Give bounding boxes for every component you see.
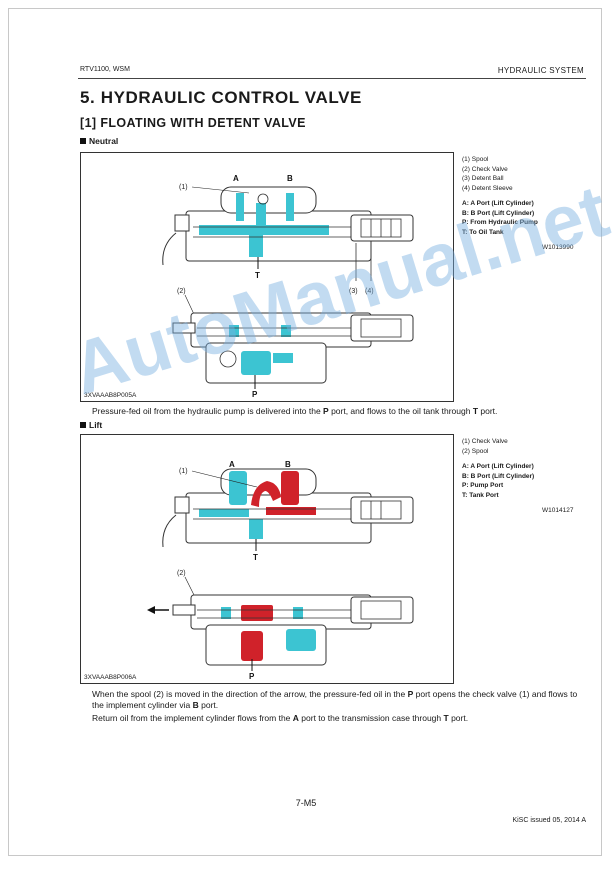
figure-neutral: A B T (1) (3) (4) (2) P 3XV	[80, 152, 454, 402]
figure-code: 3XVAAAB8P005A	[84, 392, 137, 399]
header-model: RTV1100, WSM	[80, 66, 130, 73]
oil-passage-lift-cyan	[199, 471, 263, 539]
port-label-a: A	[233, 174, 239, 183]
page-title: 5. HYDRAULIC CONTROL VALVE	[80, 88, 362, 107]
spool-direction-arrow-icon	[147, 606, 169, 614]
legend-item: (3) Detent Ball	[462, 175, 504, 182]
oil-passage-neutral-upper	[199, 193, 329, 257]
header-rule	[78, 78, 586, 79]
port-item: P: Pump Port	[462, 482, 504, 489]
port-item: T: To Oil Tank	[462, 228, 504, 236]
legend-item: (2) Check Valve	[462, 165, 508, 173]
callout-2: (2)	[177, 288, 186, 295]
port-label-p: P	[252, 390, 258, 399]
oil-passage-lift-lower-cyan	[221, 607, 316, 651]
callout-3: (3)	[349, 288, 358, 295]
port-label-p: P	[249, 672, 255, 681]
valve-diagram-neutral: A B T (1) (3) (4) (2) P	[162, 174, 414, 399]
port-item: B: B Port (Lift Cylinder)	[462, 472, 535, 480]
oil-passage-lift-red	[251, 471, 316, 515]
port-label-t: T	[253, 553, 258, 562]
oil-passage-neutral-lower	[229, 325, 293, 375]
square-bullet-icon	[80, 138, 86, 144]
header-section: HYDRAULIC SYSTEM	[497, 66, 584, 75]
port-item: A: A Port (Lift Cylinder)	[462, 463, 534, 470]
callout-2: (2)	[177, 570, 186, 577]
port-label-a: A	[229, 460, 235, 469]
figure-lift: A B T (1) (2) P	[80, 434, 454, 684]
legend-item: (2) Spool	[462, 447, 489, 455]
page-border	[8, 8, 602, 856]
lower-details	[197, 600, 402, 620]
issue-note: KiSC issued 05, 2014 A	[512, 817, 586, 824]
square-bullet-icon	[80, 422, 86, 428]
paragraph-lift: When the spool (2) is moved in the direc…	[92, 689, 578, 710]
callout-4: (4)	[365, 288, 374, 295]
callout-1: (1)	[179, 468, 188, 475]
valve-diagram-lift: A B T (1) (2) P	[147, 460, 414, 681]
ref-code: W1014127	[542, 507, 574, 514]
valve-body-lower	[172, 312, 414, 384]
oil-passage-lift-lower-red	[241, 605, 273, 661]
legend-lift: (1) Check Valve (2) Spool A: A Port (Lif…	[462, 437, 573, 516]
section-subtitle: [1] FLOATING WITH DETENT VALVE	[80, 116, 306, 130]
port-item: B: B Port (Lift Cylinder)	[462, 209, 535, 217]
port-item: T: Tank Port	[462, 491, 499, 499]
figure-code: 3XVAAAB8P006A	[84, 674, 137, 681]
upper-details	[193, 500, 402, 520]
page-number: 7-M5	[295, 798, 317, 808]
legend-neutral: (1) Spool (2) Check Valve (3) Detent Bal…	[462, 155, 573, 253]
port-item: P: From Hydraulic Pump	[462, 219, 538, 226]
port-item: A: A Port (Lift Cylinder)	[462, 200, 534, 207]
section-label-text: Neutral	[89, 136, 119, 146]
section-label-neutral: Neutral	[80, 136, 118, 146]
section-label-text: Lift	[89, 420, 103, 430]
port-label-t: T	[255, 271, 260, 280]
paragraph-lift-return: Return oil from the implement cylinder f…	[92, 713, 469, 723]
legend-item: (1) Spool	[462, 156, 489, 163]
upper-details	[193, 193, 402, 281]
ref-code: W1013990	[542, 244, 574, 251]
port-label-b: B	[285, 460, 291, 469]
callout-1: (1)	[179, 184, 188, 191]
legend-item: (1) Check Valve	[462, 438, 508, 445]
paragraph-neutral: Pressure-fed oil from the hydraulic pump…	[92, 406, 498, 416]
legend-item: (4) Detent Sleeve	[462, 184, 513, 192]
port-label-b: B	[287, 174, 293, 183]
lower-details	[197, 318, 402, 368]
section-label-lift: Lift	[80, 420, 102, 430]
